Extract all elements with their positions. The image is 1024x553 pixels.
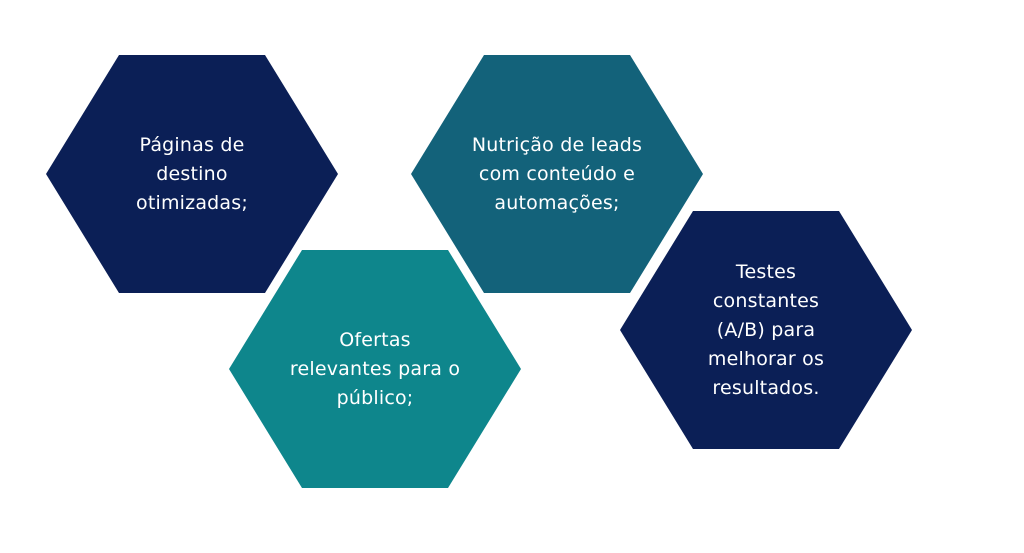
hexagon-landing-pages-text: Páginas de destino otimizadas;	[136, 133, 248, 214]
hexagon-ab-testing-text: Testes constantes (A/B) para melhorar os…	[707, 260, 825, 399]
hexagon-ab-testing: Testes constantes (A/B) para melhorar os…	[620, 211, 912, 449]
hexagon-lead-nurturing: Nutrição de leads com conteúdo e automaç…	[411, 55, 703, 293]
hexagon-landing-pages: Páginas de destino otimizadas;	[46, 55, 338, 293]
hexagon-relevant-offers-text: Ofertas relevantes para o público;	[289, 328, 461, 409]
hexagon-relevant-offers: Ofertas relevantes para o público;	[229, 250, 521, 488]
hexagon-lead-nurturing-text: Nutrição de leads com conteúdo e automaç…	[471, 133, 643, 214]
